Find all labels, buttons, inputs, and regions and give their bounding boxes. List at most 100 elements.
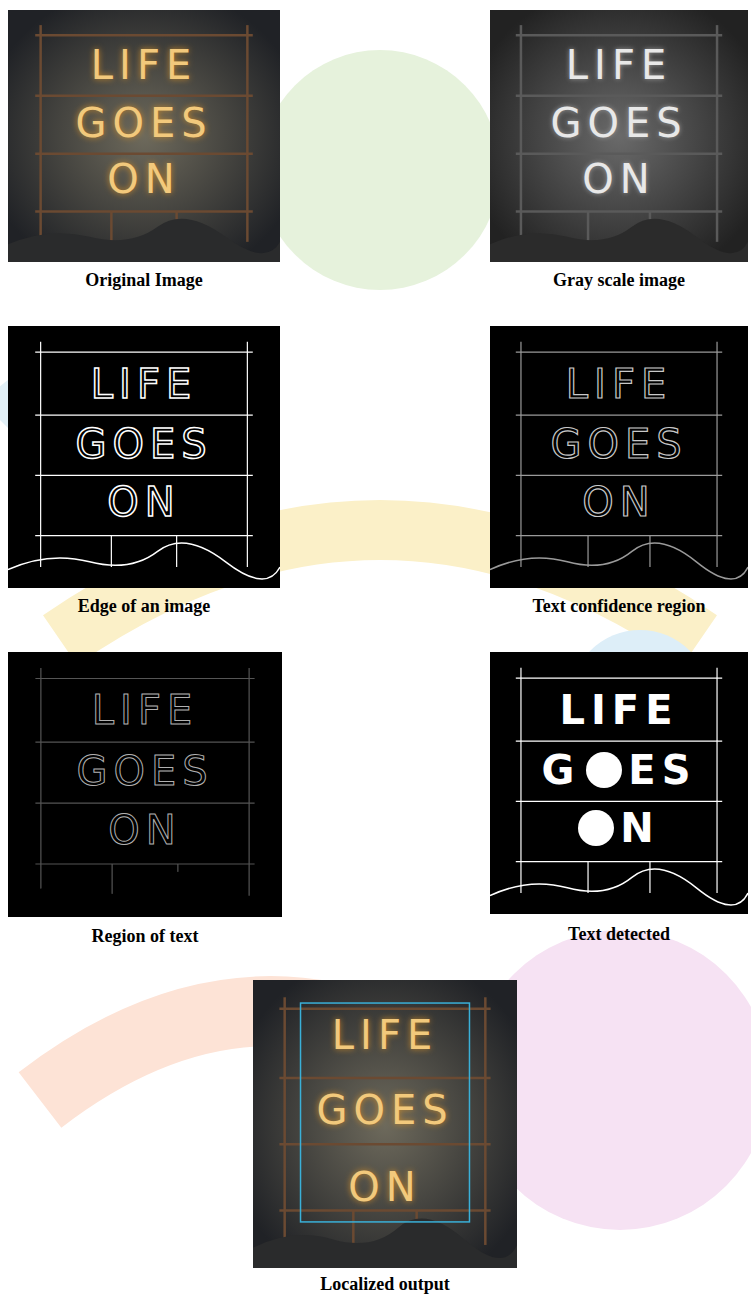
scaffold-bar <box>35 863 254 864</box>
sign-text: G <box>542 748 581 792</box>
sign-text: ON <box>107 480 180 524</box>
scaffold-bar <box>35 352 253 353</box>
sign-row: GOES <box>8 101 280 145</box>
sign-row: ON <box>8 808 282 852</box>
sign-row: GOES <box>490 101 748 145</box>
sign-text: LIFE <box>91 43 197 87</box>
sign-row: ON <box>490 157 748 201</box>
sign-text: LIFE <box>92 688 198 732</box>
scaffold-bar <box>35 34 253 37</box>
sign-row: ON <box>490 480 748 524</box>
sign-row: GOES <box>253 1088 517 1132</box>
scaffold-post <box>111 536 112 567</box>
edge-background <box>490 326 748 588</box>
hill-silhouette <box>253 1218 517 1268</box>
scaffold-bar <box>35 678 254 679</box>
sign-text: ON <box>348 1165 421 1209</box>
hill-edge <box>490 543 748 579</box>
scaffold-bar <box>279 1209 490 1212</box>
sign-row: LIFE <box>490 362 748 406</box>
scaffold-bar <box>35 210 253 213</box>
sign-text: GOES <box>75 422 212 466</box>
scaffold-post <box>716 25 719 242</box>
sign-text: N <box>620 806 659 850</box>
result-panel: LIFE GOES ON <box>253 980 517 1268</box>
scaffold-bar <box>516 801 722 802</box>
scaffold-post <box>520 342 521 567</box>
sign-text: GOES <box>75 101 212 145</box>
figure-caption: Text detected <box>568 924 670 944</box>
scaffold-bar <box>516 740 722 741</box>
sign-text: ON <box>107 157 180 201</box>
scaffold-bar <box>35 802 254 803</box>
sign-text: ON <box>582 480 655 524</box>
edge-background <box>490 652 748 914</box>
figure-caption: Text confidence region <box>533 596 706 616</box>
result-panel: LIFE GOES ON <box>8 652 282 917</box>
photo-background <box>253 980 517 1268</box>
photo-background <box>490 10 748 262</box>
hill-silhouette <box>490 219 748 262</box>
sign-text: LIFE <box>566 362 672 406</box>
sign-row: ON <box>8 157 280 201</box>
sign-row: LIFE <box>253 1013 517 1057</box>
figure-caption: Region of text <box>92 926 199 946</box>
result-panel: LIFE GOES ON <box>490 10 748 262</box>
sign-row: G ES <box>490 748 748 792</box>
sign-row: GOES <box>8 422 280 466</box>
result-panel: LIFE G ES N <box>490 652 748 914</box>
scaffold-bar <box>35 535 253 536</box>
hill-edge <box>490 869 748 905</box>
scaffold-bar <box>35 475 253 476</box>
scaffold-post <box>283 997 286 1245</box>
edge-background <box>8 326 280 588</box>
scaffold-post <box>520 668 521 893</box>
detected-blob <box>586 752 622 788</box>
sign-row: LIFE <box>8 362 280 406</box>
scaffold-post <box>649 536 650 567</box>
sign-row: ON <box>8 480 280 524</box>
sign-text: LIFE <box>566 43 672 87</box>
scaffold-post <box>110 212 113 242</box>
scaffold-bar <box>516 352 722 353</box>
result-panel: LIFE GOES ON <box>490 326 748 588</box>
scaffold-bar <box>516 34 722 37</box>
sign-text: GOES <box>550 422 687 466</box>
scaffold-bar <box>35 414 253 415</box>
scaffold-post <box>587 862 588 893</box>
hill-silhouette <box>8 219 280 262</box>
sign-row: ON <box>253 1165 517 1209</box>
sign-row: GOES <box>8 749 282 793</box>
scaffold-bar <box>279 1143 490 1146</box>
scaffold-bar <box>516 414 722 415</box>
localization-box <box>301 1003 470 1222</box>
scaffold-bar <box>516 861 722 862</box>
sign-row: N <box>490 806 748 850</box>
scaffold-bar <box>279 1008 490 1011</box>
result-panel: LIFE GOES ON <box>8 10 280 262</box>
detected-blob <box>578 810 614 846</box>
scaffold-post <box>246 25 249 242</box>
edge-background <box>8 652 282 917</box>
sign-row: LIFE <box>8 43 280 87</box>
sign-text: LIFE <box>559 688 678 732</box>
figure-caption: Original Image <box>85 270 203 290</box>
scaffold-post <box>484 997 487 1245</box>
scaffold-post <box>40 342 41 567</box>
sign-text: LIFE <box>332 1013 438 1057</box>
scaffold-post <box>247 342 248 567</box>
sign-text: ON <box>108 808 181 852</box>
scaffold-bar <box>279 1077 490 1080</box>
sign-text: GOES <box>76 749 213 793</box>
sign-text: ES <box>628 748 696 792</box>
scaffold-post <box>352 1210 355 1245</box>
sign-text: GOES <box>316 1088 453 1132</box>
sign-text: LIFE <box>91 362 197 406</box>
figure-caption: Gray scale image <box>553 270 685 290</box>
scaffold-bar <box>516 94 722 97</box>
scaffold-bar <box>516 678 722 679</box>
scaffold-post <box>40 668 41 896</box>
scaffold-bar <box>35 741 254 742</box>
sign-row: LIFE <box>8 688 282 732</box>
figure-caption: Edge of an image <box>78 596 211 616</box>
